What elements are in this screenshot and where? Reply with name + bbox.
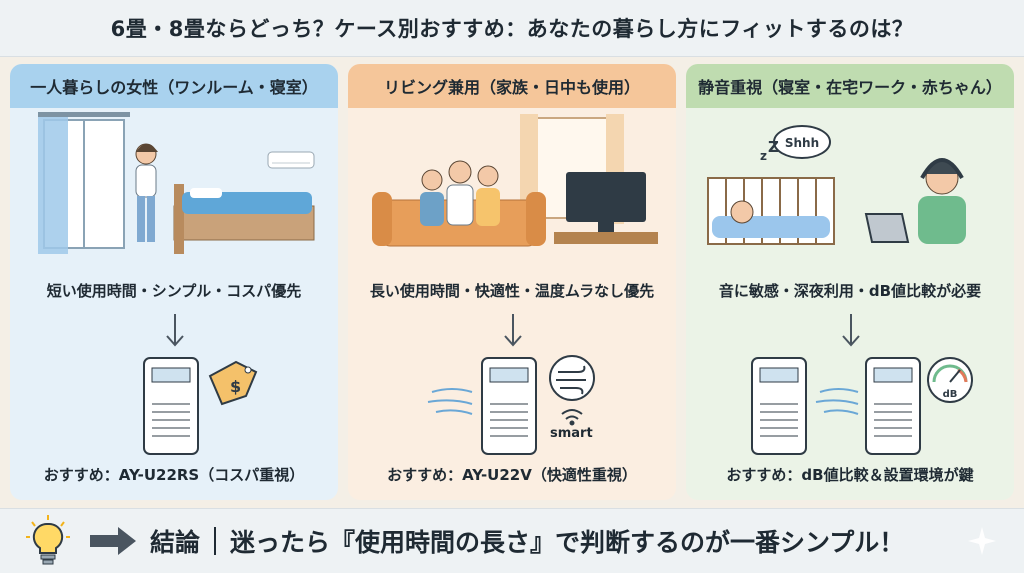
down-arrow-icon [504,314,522,347]
panel-title: 静音重視（寝室・在宅ワーク・赤ちゃん） [686,64,1014,108]
lightbulb-icon [26,515,70,565]
panel-title: 一人暮らしの女性（ワンルーム・寝室） [10,64,338,108]
case-panel-living-room: リビング兼用（家族・日中も使用） 長い使用時間・快適性・温度ムラなし優先 [348,64,676,500]
svg-text:dB: dB [943,389,958,400]
conclusion-bar: 結論 迷ったら『使用時間の長さ』で判断するのが一番シンプル！ [0,508,1024,573]
living-room-illustration [372,114,658,247]
price-tag-icon: $ [208,360,258,406]
conclusion-text: 迷ったら『使用時間の長さ』で判断するのが一番シンプル！ [230,528,905,557]
smart-label: smart [550,426,593,441]
wifi-icon [561,409,583,426]
page-title: 6畳・8畳ならどっち？ケース別おすすめ：あなたの暮らし方にフィットするのは？ [0,0,1024,57]
panel-title: リビング兼用（家族・日中も使用） [348,64,676,108]
svg-text:$: $ [230,377,241,396]
sleep-z-small: z [760,149,767,163]
bedroom-illustration [38,112,315,254]
airflow-icon [427,388,473,415]
feature-text: 音に敏感・深夜利用・dB値比較が必要 [718,282,982,300]
decibel-meter-icon: dB [927,357,973,403]
case-panel-quiet: 静音重視（寝室・在宅ワーク・赤ちゃん） Shhh z Z 音に敏感・深夜利用・d… [686,64,1014,500]
feature-text: 長い使用時間・快適性・温度ムラなし優先 [369,282,655,300]
conclusion-label: 結論 [150,528,201,557]
recommendation-text: おすすめ：dB値比較＆設置環境が鍵 [726,466,974,484]
portable-ac-comparison-icon: dB [751,357,973,455]
feature-text: 短い使用時間・シンプル・コスパ優先 [46,282,302,300]
wind-icon [549,355,595,401]
quiet-room-illustration: Shhh z Z [707,125,966,245]
sparkle-icon [968,527,996,555]
down-arrow-icon [842,314,860,347]
portable-ac-icon: $ [143,357,258,455]
separator [214,527,217,555]
airflow-icon [815,388,859,415]
speech-bubble: Shhh [785,136,819,150]
sleep-z-large: Z [768,138,779,156]
case-panel-single-woman: 一人暮らしの女性（ワンルーム・寝室） 短い使用時間・シンプル・コスパ優先 $ [10,64,338,500]
recommendation-text: おすすめ：AY-U22V（快適性重視） [387,466,637,484]
recommendation-text: おすすめ：AY-U22RS（コスパ重視） [43,466,305,484]
right-arrow-icon [90,527,136,555]
portable-ac-icon [427,355,595,455]
down-arrow-icon [166,314,184,347]
